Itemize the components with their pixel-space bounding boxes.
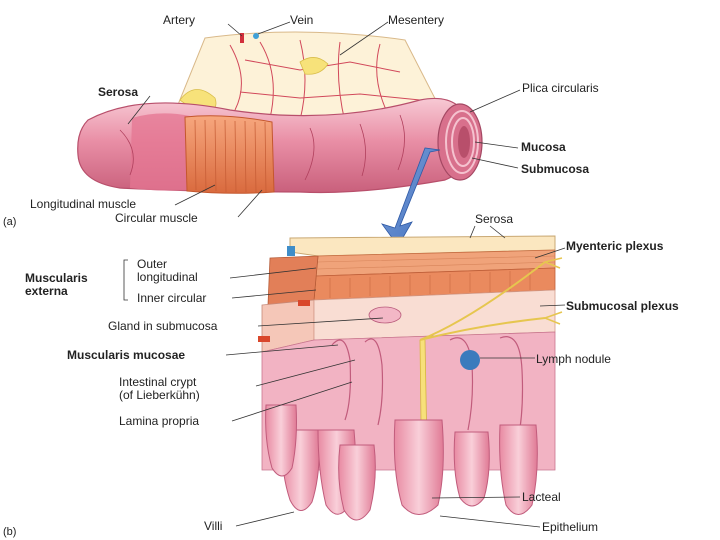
villus: [339, 445, 376, 520]
villus: [454, 432, 489, 506]
label-artery: Artery: [163, 14, 195, 27]
label-submucosa: Submucosa: [521, 163, 589, 176]
panel-label-b: (b): [3, 526, 16, 539]
label-epithelium: Epithelium: [542, 521, 598, 534]
panel-label-a: (a): [3, 216, 16, 229]
label-circular-muscle: Circular muscle: [115, 212, 198, 225]
longitudinal-muscle-band: [130, 113, 192, 190]
circular-muscle-band: [185, 116, 274, 194]
label-villi: Villi: [204, 520, 222, 533]
label-plica-circularis: Plica circularis: [522, 82, 599, 95]
label-vein: Vein: [290, 14, 313, 27]
label-gland-in-submucosa: Gland in submucosa: [108, 320, 217, 333]
panel-b-illustration: [258, 236, 562, 520]
label-submucosal-plexus: Submucosal plexus: [566, 300, 679, 313]
label-muscularis-mucosae: Muscularis mucosae: [67, 349, 185, 362]
label-longitudinal-muscle: Longitudinal muscle: [30, 198, 136, 211]
villus: [394, 420, 443, 515]
label-lamina-propria: Lamina propria: [119, 415, 199, 428]
label-myenteric-plexus: Myenteric plexus: [566, 240, 663, 253]
label-mesentery: Mesentery: [388, 14, 444, 27]
label-lymph-nodule: Lymph nodule: [536, 353, 611, 366]
lymph-nodule-shape: [460, 350, 480, 370]
label-serosa-a: Serosa: [98, 86, 138, 99]
label-inner-circular: Inner circular: [137, 292, 206, 305]
label-outer-2: longitudinal: [137, 271, 198, 284]
label-mucosa: Mucosa: [521, 141, 566, 154]
label-serosa-b: Serosa: [475, 213, 513, 226]
label-lacteal: Lacteal: [522, 491, 561, 504]
label-muscularis-externa-2: externa: [25, 285, 68, 298]
label-intestinal-crypt-2: (of Lieberkühn): [119, 389, 200, 402]
